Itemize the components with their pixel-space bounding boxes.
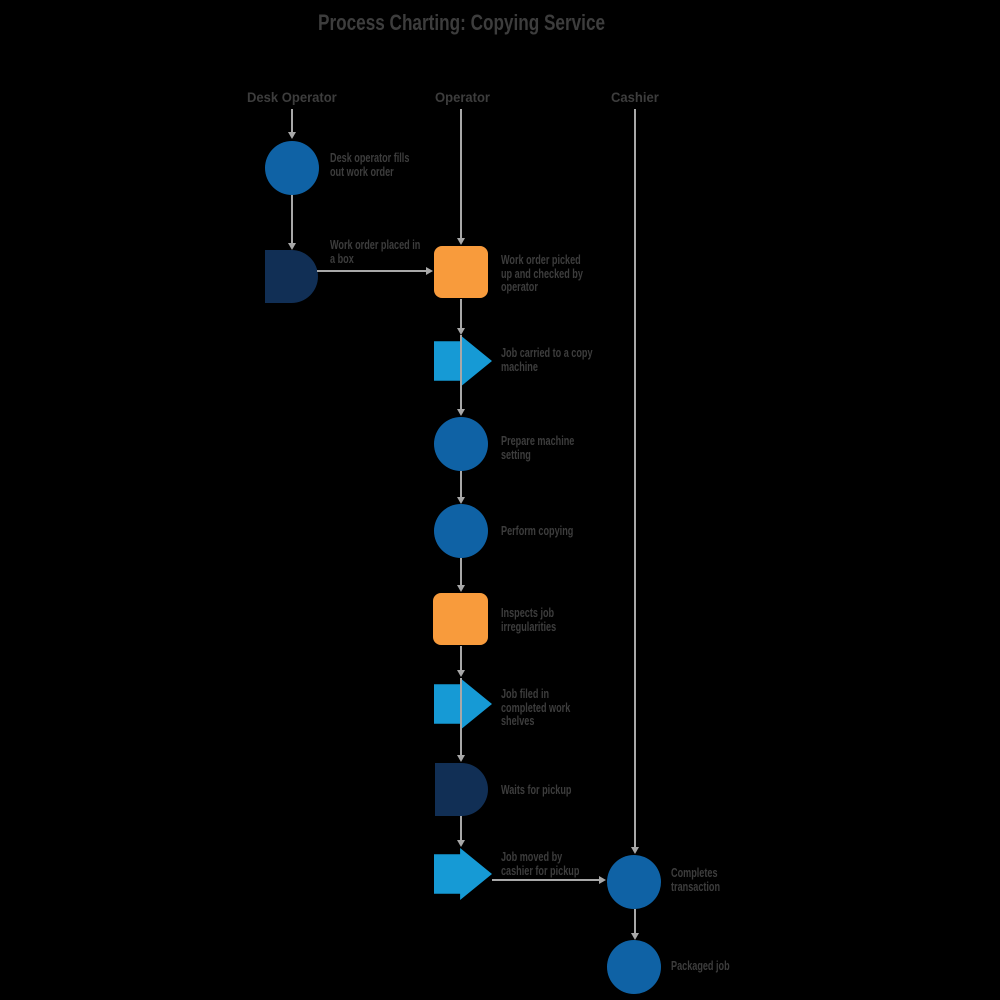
connector-line — [460, 646, 462, 670]
node-label: Inspects job irregularities — [501, 605, 557, 634]
connector-line — [634, 909, 636, 933]
node-label: Work order picked up and checked by oper… — [501, 252, 583, 294]
node-operation-circle — [607, 940, 661, 994]
node-label: Job moved by cashier for pickup — [501, 849, 580, 878]
connector-line — [460, 816, 462, 840]
diagram-title: Process Charting: Copying Service — [318, 10, 606, 35]
connector-arrowhead — [288, 243, 296, 250]
node-label: Completes transaction — [671, 865, 721, 894]
connector-arrowhead — [599, 876, 606, 884]
node-delay — [435, 763, 488, 816]
node-delay — [265, 250, 318, 303]
node-label: Prepare machine setting — [501, 433, 575, 462]
node-inspection-square — [433, 593, 488, 645]
connector-arrowhead — [426, 267, 433, 275]
connector-arrowhead — [457, 328, 465, 335]
node-transport-arrow — [434, 335, 492, 387]
connector-line — [317, 270, 426, 272]
connector-arrowhead — [457, 755, 465, 762]
connector-arrowhead — [631, 847, 639, 854]
connector-line — [460, 299, 462, 328]
connector-line — [634, 109, 636, 847]
node-label: Job carried to a copy machine — [501, 345, 593, 374]
node-operation-circle — [434, 417, 488, 471]
connector-line — [492, 879, 599, 881]
connector-arrowhead — [457, 238, 465, 245]
lane-header-operator: Operator — [435, 89, 490, 105]
connector-arrowhead — [457, 840, 465, 847]
node-label: Desk operator fills out work order — [330, 150, 410, 179]
connector-line — [460, 335, 462, 409]
node-label: Work order placed in a box — [330, 237, 421, 266]
lane-header-desk-operator: Desk Operator — [247, 89, 337, 105]
connector-line — [291, 195, 293, 243]
node-operation-circle — [265, 141, 319, 195]
node-transport-arrow — [434, 848, 492, 900]
node-label: Waits for pickup — [501, 782, 572, 797]
node-operation-circle — [434, 504, 488, 558]
node-label: Perform copying — [501, 523, 574, 538]
connector-line — [460, 471, 462, 497]
connector-line — [291, 109, 293, 133]
connector-arrowhead — [631, 933, 639, 940]
connector-line — [460, 678, 462, 755]
lane-header-cashier: Cashier — [611, 89, 659, 105]
node-label: Packaged job — [671, 958, 730, 973]
connector-line — [460, 558, 462, 585]
node-transport-arrow — [434, 678, 492, 730]
node-inspection-square — [434, 246, 488, 298]
connector-arrowhead — [288, 132, 296, 139]
connector-arrowhead — [457, 409, 465, 416]
node-label: Job filed in completed work shelves — [501, 686, 571, 728]
connector-arrowhead — [457, 497, 465, 504]
connector-line — [460, 109, 462, 238]
connector-arrowhead — [457, 585, 465, 592]
node-operation-circle — [607, 855, 661, 909]
connector-arrowhead — [457, 670, 465, 677]
